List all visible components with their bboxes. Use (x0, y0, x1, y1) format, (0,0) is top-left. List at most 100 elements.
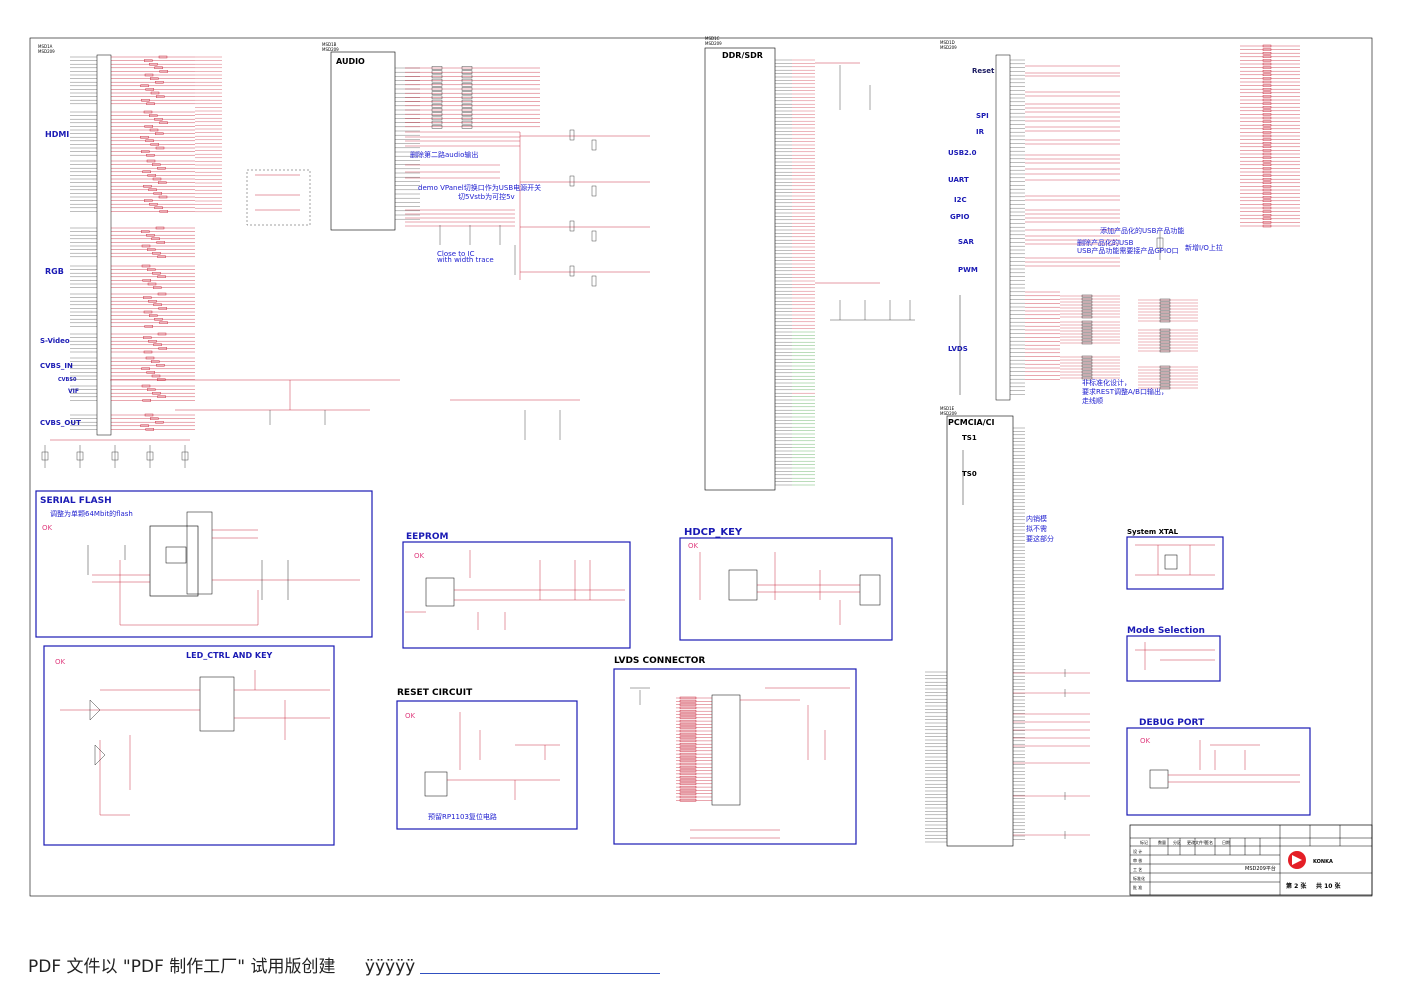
note-width-trace: with width trace (437, 256, 494, 264)
hdcp-key-block: HDCP_KEY OK (679, 527, 893, 641)
note-close-ic: Close to IC (437, 250, 475, 258)
gpio-label: GPIO (950, 213, 969, 221)
note-new-pin: 新增I/O上拉 (1185, 243, 1223, 252)
hdmi-rgb-nets (41, 55, 400, 468)
title-block-row: 批 准 (1133, 884, 1142, 890)
svg-text:MSD1D: MSD1D (940, 40, 955, 45)
mode-selection-block: Mode Selection (1126, 626, 1221, 682)
note-pcmcia-2: 拟不需 (1026, 524, 1047, 533)
serial-flash-title: SERIAL FLASH (40, 496, 112, 506)
rgb-label: RGB (45, 267, 64, 276)
chip-right-block: MSD1D MSD209 Reset IR SPI USB2.0 UART I2… (940, 40, 1025, 401)
reset-circuit-title: RESET CIRCUIT (397, 688, 473, 698)
led-ctrl-block: LED_CTRL AND KEY OK (43, 645, 335, 846)
usb-label: USB2.0 (948, 149, 977, 157)
right-nets (959, 65, 1164, 395)
mode-selection-title: Mode Selection (1127, 626, 1205, 636)
audio-label: AUDIO (336, 57, 365, 66)
ok-mark-debug: OK (1140, 737, 1151, 745)
vif-label: VIF (68, 388, 79, 395)
hdcp-key-title: HDCP_KEY (684, 527, 743, 538)
cvbs-in-label: CVBS_IN (40, 362, 73, 370)
note-vpanel: demo VPanel切换口作为USB电源开关 (418, 183, 541, 192)
note-pcmcia-1: 内销模 (1026, 514, 1047, 523)
svg-text:MSD209: MSD209 (322, 47, 339, 52)
svg-text:MSD209: MSD209 (705, 41, 722, 46)
ddr-label: DDR/SDR (722, 51, 763, 60)
ok-mark-reset: OK (405, 712, 416, 720)
uart-label: UART (948, 176, 969, 184)
audio-chip: MSD1B MSD209 AUDIO (322, 42, 420, 231)
reset-label: Reset (972, 67, 995, 75)
lvds-connector-title: LVDS CONNECTOR (614, 656, 705, 666)
ddr-chip: MSD1C MSD209 DDR/SDR (704, 36, 792, 491)
audio-nets (269, 66, 650, 440)
ok-mark-eeprom: OK (414, 552, 425, 560)
spi-label: SPI (976, 112, 989, 120)
pdf-footer: PDF 文件以 "PDF 制作工厂" 试用版创建 ÿÿÿÿÿ (28, 952, 415, 977)
chip-left-block: MSD1A MSD209 HDMI RGB S-Video CVBS_IN CV… (38, 44, 112, 436)
cvbs0-label: CVBS0 (58, 377, 77, 383)
sheet-number: 第 2 张 (1285, 882, 1307, 890)
title-block-header: 签名 (1205, 839, 1213, 845)
note-usb-gpio: USB产品功能需要接产品GPIO口 (1077, 246, 1179, 255)
note-lvds-2: 要求REST调整A/B口输出， (1082, 387, 1168, 396)
platform-name: MSD209平台 (1245, 865, 1276, 872)
footer-underline (420, 973, 660, 974)
svg-text:MSD1A: MSD1A (38, 44, 53, 49)
ok-mark-flash: OK (42, 524, 53, 532)
title-block: 标记数量分区更改文件号签名日期 设 计审 核工 艺标准化批 准 KONKA MS… (1129, 824, 1373, 896)
svg-text:MSD209: MSD209 (38, 49, 55, 54)
cap-group-box (246, 169, 311, 226)
footer-link[interactable]: ÿÿÿÿÿ (364, 957, 416, 977)
lvds-connector-block: LVDS CONNECTOR (613, 656, 857, 845)
svg-text:MSD1E: MSD1E (940, 406, 955, 411)
note-lvds-3: 走线顺 (1082, 396, 1103, 405)
svg-text:MSD1B: MSD1B (322, 42, 337, 47)
debug-port-block: DEBUG PORT OK (1126, 718, 1311, 816)
sheet-border (29, 37, 1373, 897)
pcmcia-label: PCMCIA/CI (948, 418, 995, 427)
lvds-resistor-packs (1060, 294, 1198, 390)
note-usb-power: 添加产品化的USB产品功能 (1100, 226, 1184, 235)
title-block-row: 工 艺 (1133, 867, 1142, 872)
svideo-label: S-Video (40, 337, 70, 345)
ts0-label: TS0 (962, 470, 977, 478)
eeprom-block: EEPROM OK (402, 532, 631, 649)
far-right-nets (1240, 44, 1300, 228)
ok-mark-hdcp: OK (688, 542, 699, 550)
serial-flash-block: SERIAL FLASH 调整为单颗64Mbit的flash OK (35, 490, 373, 638)
sar-label: SAR (958, 238, 974, 246)
footer-text: PDF 文件以 "PDF 制作工厂" 试用版创建 (28, 957, 336, 977)
led-ctrl-title: LED_CTRL AND KEY (186, 651, 273, 660)
title-block-row: 标准化 (1133, 875, 1145, 881)
ts1-label: TS1 (962, 434, 977, 442)
cvbs-out-label: CVBS_OUT (40, 419, 81, 427)
note-lvds-1: 非标准化设计， (1082, 378, 1131, 387)
title-block-header: 标记 (1140, 839, 1148, 845)
note-pcmcia-3: 要这部分 (1026, 534, 1054, 543)
i2c-label: I2C (954, 196, 967, 204)
lvds-label: LVDS (948, 345, 968, 353)
note-usb-5v: 切5Vstb为可控5v (458, 192, 515, 201)
ddr-nets (792, 59, 915, 486)
note-usb-en: 删除产品化的USB (1077, 238, 1134, 247)
svg-text:MSD209: MSD209 (940, 411, 957, 416)
ir-label: IR (976, 128, 985, 136)
title-block-row: 审 核 (1133, 857, 1142, 863)
note-audio-cut: 删除第二路audio输出 (410, 150, 478, 159)
pcmcia-nets (1013, 669, 1090, 839)
note-flash: 调整为单颗64Mbit的flash (50, 509, 133, 518)
pcmcia-chip: MSD1E MSD209 PCMCIA/CI TS1 TS0 (925, 406, 1025, 847)
title-block-header: 数量 (1158, 839, 1166, 845)
eeprom-title: EEPROM (406, 532, 448, 542)
company-name: KONKA (1313, 859, 1333, 865)
hdmi-label: HDMI (45, 130, 69, 139)
svg-text:MSD209: MSD209 (940, 45, 957, 50)
title-block-row: 设 计 (1133, 848, 1142, 854)
sheet-total: 共 10 张 (1316, 882, 1342, 890)
pwm-label: PWM (958, 266, 978, 274)
note-reset: 预留RP1103复位电路 (428, 812, 497, 821)
title-block-header: 更改文件号 (1187, 839, 1207, 845)
